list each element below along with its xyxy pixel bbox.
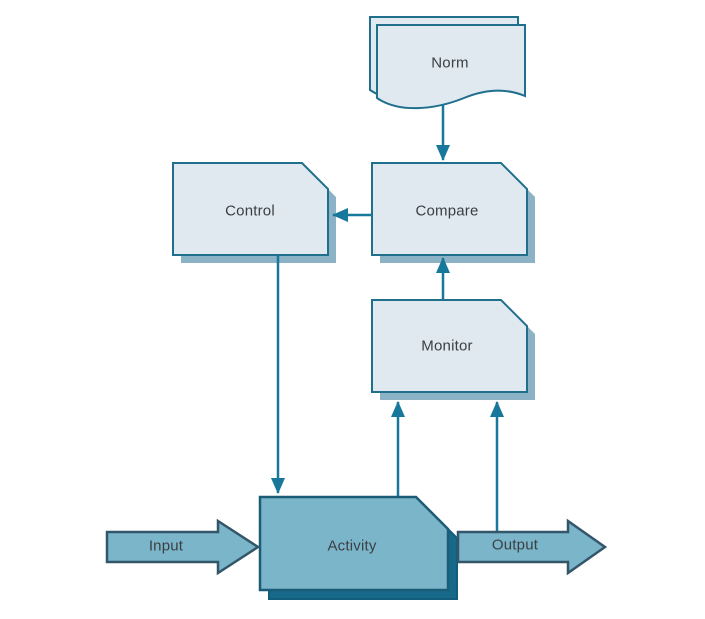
control-card — [172, 162, 329, 256]
compare-card — [371, 162, 528, 256]
control-card-shape — [172, 162, 336, 263]
activity-label: Activity — [327, 537, 377, 555]
input-block-arrow — [105, 518, 261, 576]
norm-document-shape — [369, 16, 526, 110]
monitor-card — [371, 299, 528, 393]
control-label: Control — [225, 202, 275, 220]
monitor-card-shape — [371, 299, 535, 400]
output-block-arrow — [456, 518, 608, 576]
norm-front-sheet — [376, 24, 526, 110]
monitor-label: Monitor — [421, 337, 473, 355]
activity-card-shape — [258, 495, 458, 600]
output-label: Output — [491, 536, 539, 554]
input-label: Input — [148, 537, 184, 555]
norm-label: Norm — [431, 54, 469, 72]
compare-card-shape — [371, 162, 535, 263]
activity-card — [258, 495, 450, 592]
compare-label: Compare — [415, 202, 479, 220]
